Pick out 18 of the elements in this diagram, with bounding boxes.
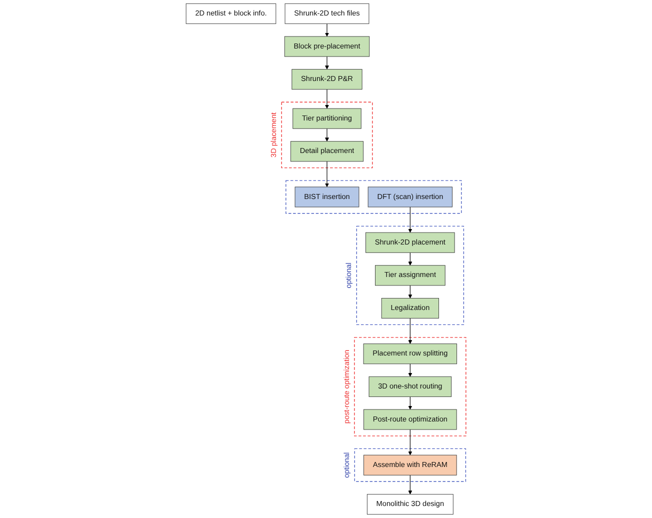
arrow bbox=[324, 128, 329, 142]
arrow bbox=[408, 364, 412, 377]
cluster bbox=[286, 180, 462, 214]
cluster bbox=[354, 337, 466, 436]
arrow bbox=[324, 56, 329, 70]
arrow bbox=[324, 161, 329, 188]
arrow bbox=[408, 252, 412, 266]
cluster bbox=[356, 226, 464, 325]
cluster bbox=[354, 448, 466, 482]
arrow bbox=[408, 285, 412, 298]
arrow bbox=[408, 206, 412, 233]
arrow bbox=[324, 23, 329, 37]
arrow bbox=[408, 396, 412, 410]
arrow bbox=[324, 89, 329, 109]
arrow bbox=[408, 318, 412, 344]
cluster bbox=[281, 102, 373, 168]
arrow bbox=[408, 474, 412, 494]
arrow bbox=[408, 429, 412, 456]
